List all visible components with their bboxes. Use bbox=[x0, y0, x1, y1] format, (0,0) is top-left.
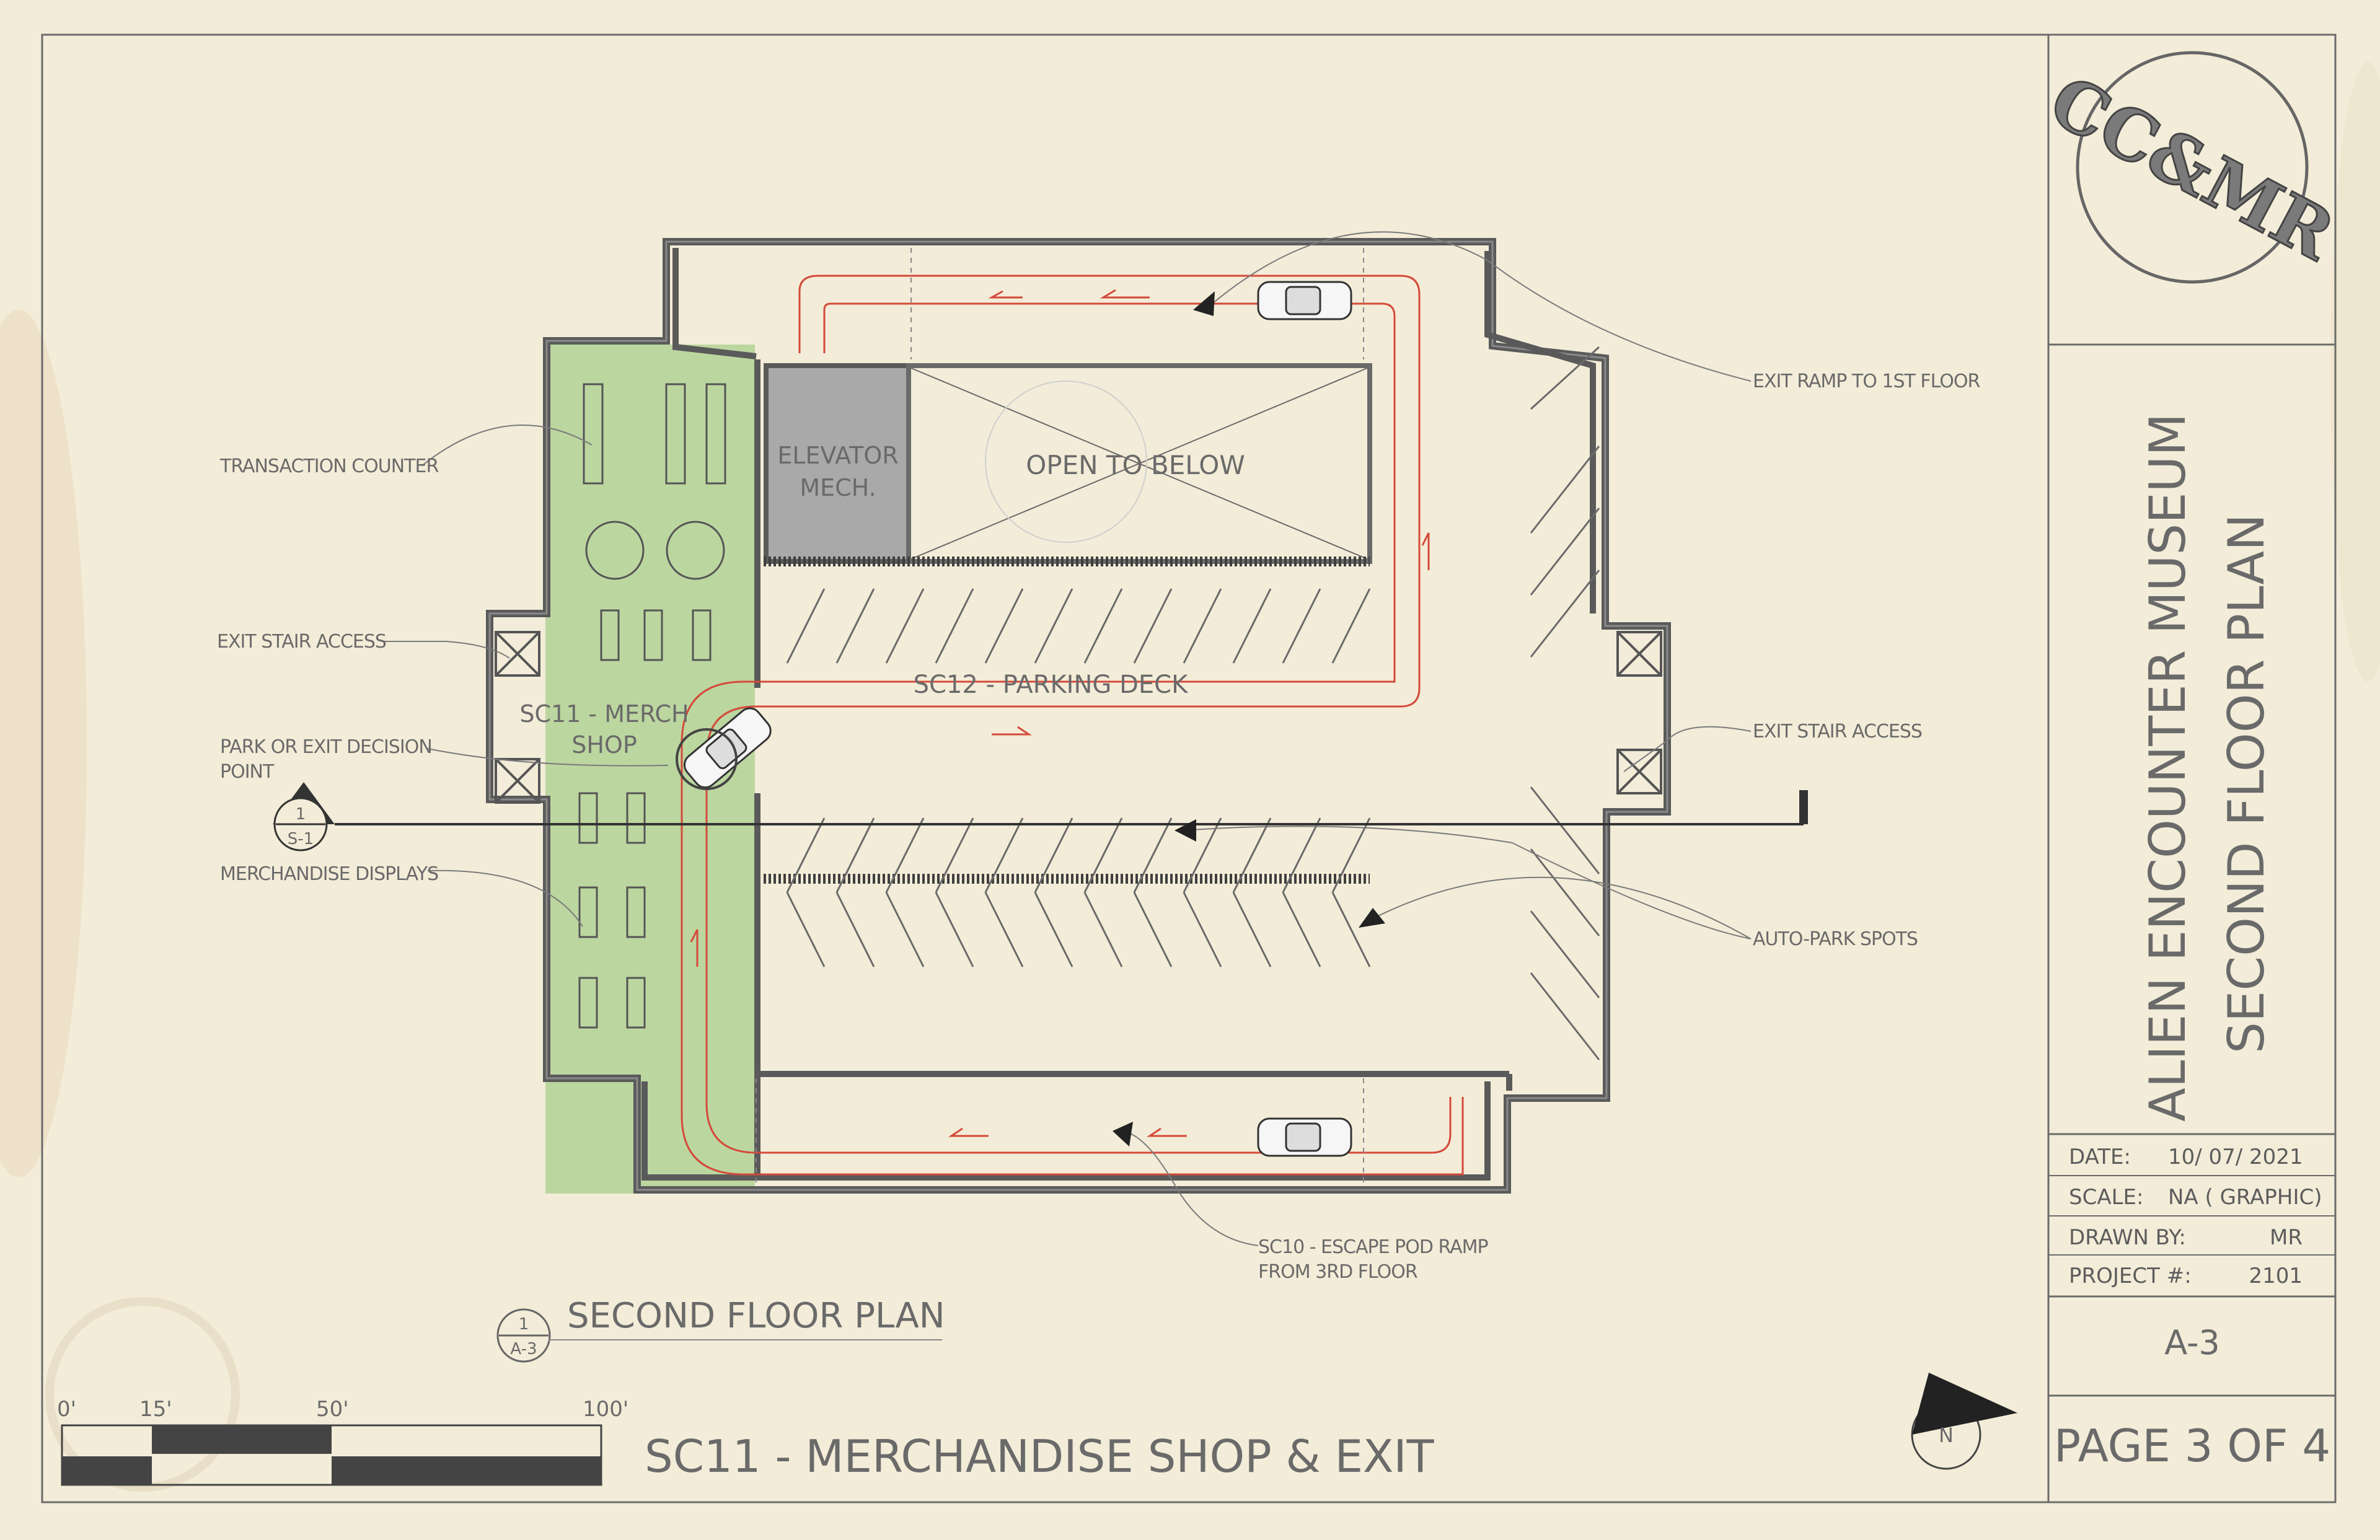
floor-plan bbox=[335, 238, 1808, 1194]
interior-walls bbox=[641, 248, 1596, 1181]
section-marker: 1 S-1 bbox=[273, 782, 335, 851]
sheet-number: A-3 bbox=[2164, 1323, 2220, 1362]
parking-deck-label: SC12 - PARKING DECK bbox=[914, 671, 1189, 699]
scale-label-0: 0' bbox=[57, 1397, 76, 1422]
callout-leaders bbox=[384, 231, 1752, 1246]
stair-left bbox=[495, 631, 540, 804]
park-exit-callout-1: PARK OR EXIT DECISION bbox=[220, 736, 432, 758]
plan-title-number: 1 bbox=[519, 1315, 529, 1334]
escape-pod-callout-2: FROM 3RD FLOOR bbox=[1258, 1261, 1417, 1283]
sheet-subtitle: SC11 - MERCHANDISE SHOP & EXIT bbox=[645, 1430, 1435, 1482]
plan-title-text: SECOND FLOOR PLAN bbox=[567, 1296, 945, 1336]
car-icon bbox=[1257, 1117, 1352, 1157]
elevator-label-2: MECH. bbox=[800, 474, 876, 501]
section-marker-number: 1 bbox=[296, 805, 306, 824]
merch-shop-label-2: SHOP bbox=[571, 731, 637, 759]
section-cut-line bbox=[335, 790, 1808, 825]
transaction-counter-callout: TRANSACTION COUNTER bbox=[219, 455, 438, 477]
stair-right bbox=[1616, 631, 1662, 794]
open-to-below-label: OPEN TO BELOW bbox=[1026, 450, 1245, 480]
project-value: 2101 bbox=[2249, 1264, 2303, 1288]
parking-stalls bbox=[786, 346, 1600, 1060]
scale-label-50: 50' bbox=[316, 1397, 349, 1422]
north-arrow-icon: N bbox=[1911, 1373, 2017, 1470]
project-label: PROJECT #: bbox=[2069, 1264, 2192, 1288]
scale-label: SCALE: bbox=[2069, 1185, 2143, 1210]
title-line1: ALIEN ENCOUNTER MUSEUM bbox=[2139, 413, 2197, 1122]
elevator-label-1: ELEVATOR bbox=[777, 442, 898, 469]
open-to-below-area bbox=[906, 363, 1372, 564]
exit-ramp-callout: EXIT RAMP TO 1ST FLOOR bbox=[1753, 371, 1980, 392]
escape-pod-callout-1: SC10 - ESCAPE POD RAMP bbox=[1258, 1236, 1488, 1258]
scale-label-15: 15' bbox=[139, 1397, 172, 1422]
date-label: DATE: bbox=[2069, 1145, 2131, 1169]
exit-stair-left-callout: EXIT STAIR ACCESS bbox=[217, 631, 386, 653]
plan-title-sheet: A-3 bbox=[510, 1340, 537, 1358]
section-marker-sheet: S-1 bbox=[288, 830, 314, 848]
merch-shop-label-1: SC11 - MERCH bbox=[519, 700, 689, 728]
elevator-mech-room bbox=[764, 363, 911, 564]
car-icon bbox=[683, 707, 772, 789]
exit-stair-right-callout: EXIT STAIR ACCESS bbox=[1753, 721, 1922, 742]
callout-arrowheads bbox=[1113, 291, 1385, 1146]
date-value: 10/ 07/ 2021 bbox=[2168, 1145, 2303, 1169]
page-number: PAGE 3 OF 4 bbox=[2054, 1420, 2330, 1472]
scale-label-100: 100' bbox=[583, 1397, 628, 1422]
merchandise-fixtures bbox=[578, 383, 726, 1029]
north-label: N bbox=[1939, 1423, 1954, 1447]
drawn-value: MR bbox=[2270, 1225, 2303, 1250]
scale-value: NA ( GRAPHIC) bbox=[2168, 1185, 2322, 1210]
route-arrows bbox=[690, 289, 1430, 1137]
plan-title: 1 A-3 SECOND FLOOR PLAN bbox=[496, 1296, 945, 1363]
merch-displays-callout: MERCHANDISE DISPLAYS bbox=[220, 863, 438, 885]
title-line2: SECOND FLOOR PLAN bbox=[2218, 514, 2275, 1054]
drawn-label: DRAWN BY: bbox=[2069, 1225, 2186, 1250]
car-icon bbox=[1257, 281, 1352, 320]
park-exit-callout-2: POINT bbox=[220, 761, 275, 783]
sheet-border bbox=[41, 33, 2337, 1503]
scale-bar: 0' 15' 50' 100' bbox=[57, 1397, 628, 1486]
auto-park-callout: AUTO-PARK SPOTS bbox=[1753, 928, 1918, 950]
